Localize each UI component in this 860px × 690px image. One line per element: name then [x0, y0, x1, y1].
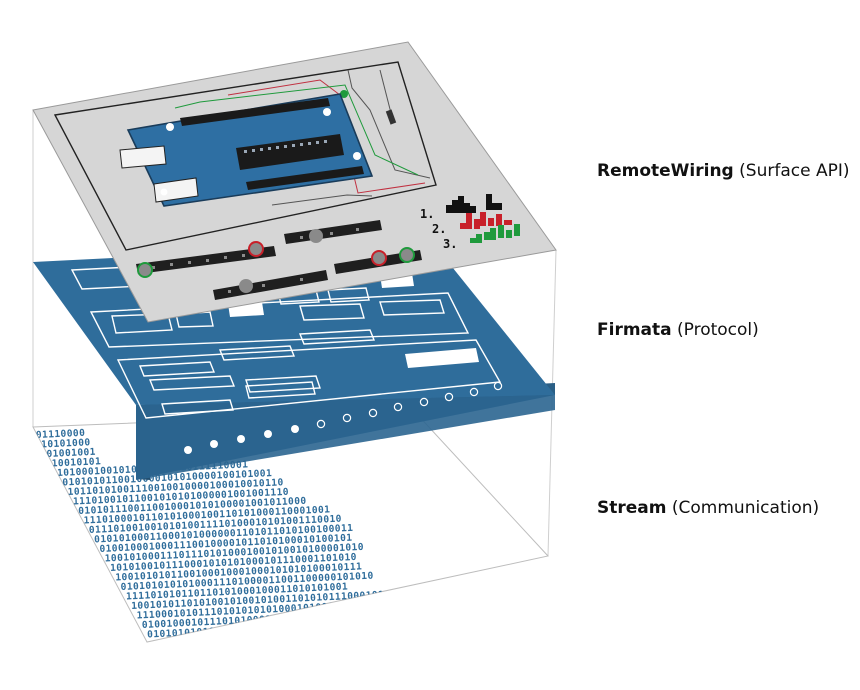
legend: 1. 2. [420, 194, 520, 251]
legend-item-3: 3. [443, 224, 520, 251]
legend-bars-1 [446, 194, 502, 213]
binary-line: 01001001 [46, 447, 96, 460]
protocol-led-row [184, 381, 503, 454]
binary-line: 10101000 [41, 437, 91, 450]
label-surface-title: RemoteWiring [597, 161, 734, 181]
legend-bars-3 [470, 224, 520, 243]
label-protocol-subtitle: (Protocol) [677, 320, 759, 340]
label-stream-subtitle: (Communication) [671, 498, 820, 518]
label-stream-title: Stream [597, 498, 667, 518]
legend-item-2: 2. [432, 212, 512, 236]
binary-line: 01110000 [36, 428, 86, 441]
legend-bars-2 [460, 212, 512, 229]
surface-inner-frame [53, 61, 437, 251]
surface-layer: 1. 2. [32, 41, 557, 323]
label-protocol-layer: Firmata (Protocol) [597, 320, 759, 340]
label-protocol-title: Firmata [597, 320, 672, 340]
legend-item-1: 1. [420, 194, 502, 221]
label-stream-layer: Stream (Communication) [597, 498, 819, 518]
legend-number-2: 2. [432, 222, 446, 236]
arduino-board [119, 93, 374, 207]
label-surface-layer: RemoteWiring (Surface API) [597, 161, 849, 181]
resistor-icon [385, 109, 397, 125]
legend-number-3: 3. [443, 237, 457, 251]
surface-control-strips [136, 220, 422, 300]
wire-node [340, 90, 348, 98]
legend-number-1: 1. [420, 207, 434, 221]
label-surface-subtitle: (Surface API) [739, 161, 850, 181]
binary-line: 10010101 [52, 456, 102, 469]
